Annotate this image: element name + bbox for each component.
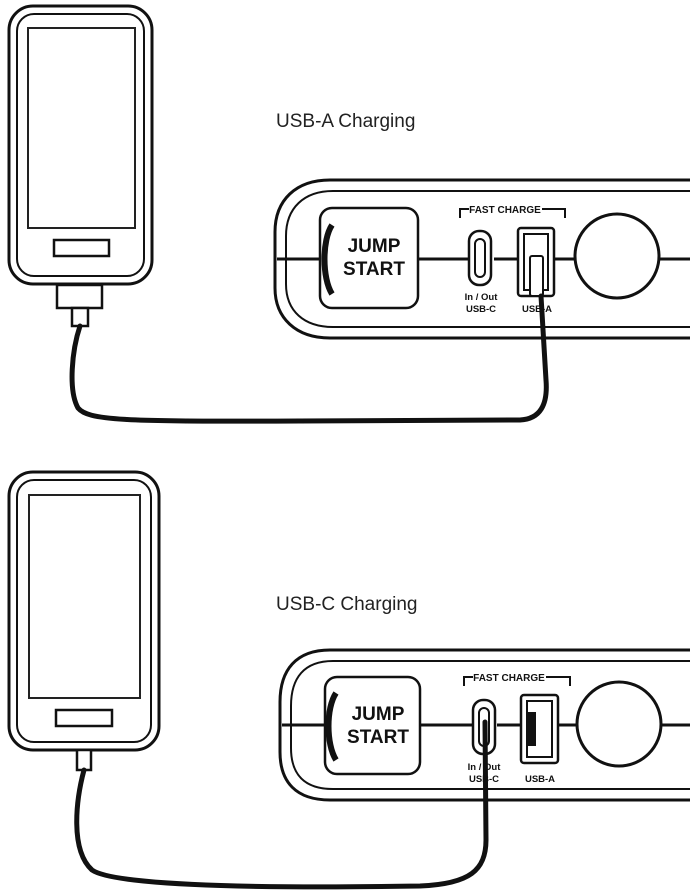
start-label: START	[347, 727, 409, 748]
flashlight-lens	[573, 212, 661, 300]
panel-usb-a-charging: USB-A Charging JUMP	[7, 4, 690, 424]
caption-usb-a-charging: USB-A Charging	[276, 111, 415, 132]
usb-c-port-label-line2: USB-C	[466, 304, 496, 315]
panel-usb-c-charging: USB-C Charging JUMP START	[7, 470, 690, 890]
device-inner-shell	[290, 660, 690, 790]
fast-charge-bracket	[463, 676, 571, 686]
device-inner-shell	[285, 190, 690, 328]
usb-a-port-label: USB-A	[522, 304, 552, 315]
fast-charge-bracket	[459, 208, 566, 218]
usb-c-port-inner	[474, 238, 486, 278]
charging-cable	[74, 719, 489, 890]
jump-starter-device: JUMP START FAST CHARGE In / Out USB-C US…	[273, 178, 690, 340]
phone-home-button	[54, 708, 114, 728]
jump-start-button-face	[323, 675, 422, 776]
usb-c-plug	[75, 748, 93, 772]
jump-label: JUMP	[352, 704, 405, 725]
phone	[7, 470, 161, 752]
jump-start-button: JUMP START	[323, 675, 422, 776]
jump-start-button: JUMP START	[318, 206, 420, 310]
flashlight-lens	[575, 680, 663, 768]
usb-c-port-label-line1: In / Out	[465, 292, 499, 303]
usb-a-plug-strain-relief	[70, 306, 90, 328]
jump-start-button-edge	[325, 691, 339, 762]
usb-c-connector-in-port	[529, 255, 544, 297]
phone-home-button	[52, 238, 111, 258]
usb-a-port: USB-A	[519, 693, 560, 785]
phone-bezel	[16, 13, 145, 277]
phone-screen	[28, 494, 141, 699]
usb-a-plug	[55, 283, 104, 328]
start-label: START	[343, 259, 405, 280]
jump-start-button-face	[318, 206, 420, 310]
jump-start-button-edge	[321, 223, 335, 296]
usb-a-port-tongue	[527, 712, 536, 746]
charging-cable	[69, 293, 549, 424]
usb-c-port: In / Out USB-C	[465, 229, 499, 315]
fast-charge-label: FAST CHARGE	[473, 673, 545, 684]
usb-a-plug-body	[55, 283, 104, 310]
phone-bezel	[16, 479, 152, 743]
fast-charge-label: FAST CHARGE	[469, 205, 541, 216]
phone-screen	[27, 27, 136, 229]
usb-a-port-label: USB-A	[525, 774, 555, 785]
phone	[7, 4, 154, 286]
caption-usb-c-charging: USB-C Charging	[276, 594, 418, 615]
jump-label: JUMP	[348, 236, 401, 257]
